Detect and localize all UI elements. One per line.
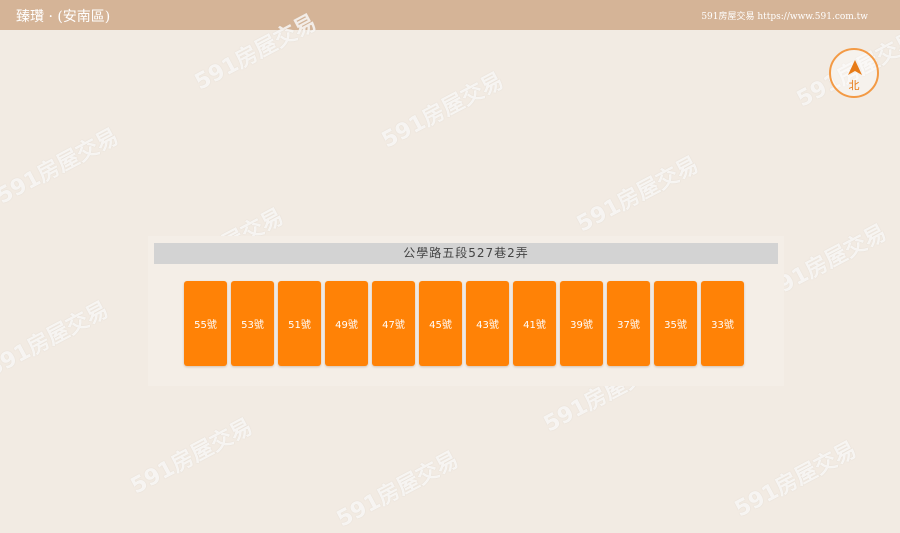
watermark: 591房屋交易 xyxy=(0,297,113,383)
page-title: 臻瓚 · (安南區) xyxy=(16,9,111,25)
unit-button[interactable]: 43號 xyxy=(466,281,509,366)
unit-button[interactable]: 35號 xyxy=(654,281,697,366)
north-compass: 北 xyxy=(829,48,879,98)
north-arrow-icon xyxy=(848,60,862,75)
watermark: 591房屋交易 xyxy=(126,414,257,500)
unit-button[interactable]: 49號 xyxy=(325,281,368,366)
site-info: 591房屋交易 https://www.591.com.tw xyxy=(701,12,868,22)
watermark: 591房屋交易 xyxy=(572,152,703,238)
unit-button[interactable]: 33號 xyxy=(701,281,744,366)
unit-button[interactable]: 41號 xyxy=(513,281,556,366)
unit-button[interactable]: 45號 xyxy=(419,281,462,366)
unit-button[interactable]: 37號 xyxy=(607,281,650,366)
watermark: 591房屋交易 xyxy=(332,447,463,533)
unit-button[interactable]: 39號 xyxy=(560,281,603,366)
unit-button[interactable]: 47號 xyxy=(372,281,415,366)
unit-row: 55號 53號 51號 49號 47號 45號 43號 41號 39號 37號 … xyxy=(184,281,744,366)
watermark: 591房屋交易 xyxy=(377,68,508,154)
street-label: 公學路五段527巷2弄 xyxy=(154,243,778,264)
compass-label: 北 xyxy=(848,79,860,92)
watermark: 591房屋交易 xyxy=(0,124,123,210)
top-bar: 臻瓚 · (安南區) 591房屋交易 https://www.591.com.t… xyxy=(0,0,900,30)
unit-button[interactable]: 55號 xyxy=(184,281,227,366)
unit-button[interactable]: 53號 xyxy=(231,281,274,366)
unit-button[interactable]: 51號 xyxy=(278,281,321,366)
